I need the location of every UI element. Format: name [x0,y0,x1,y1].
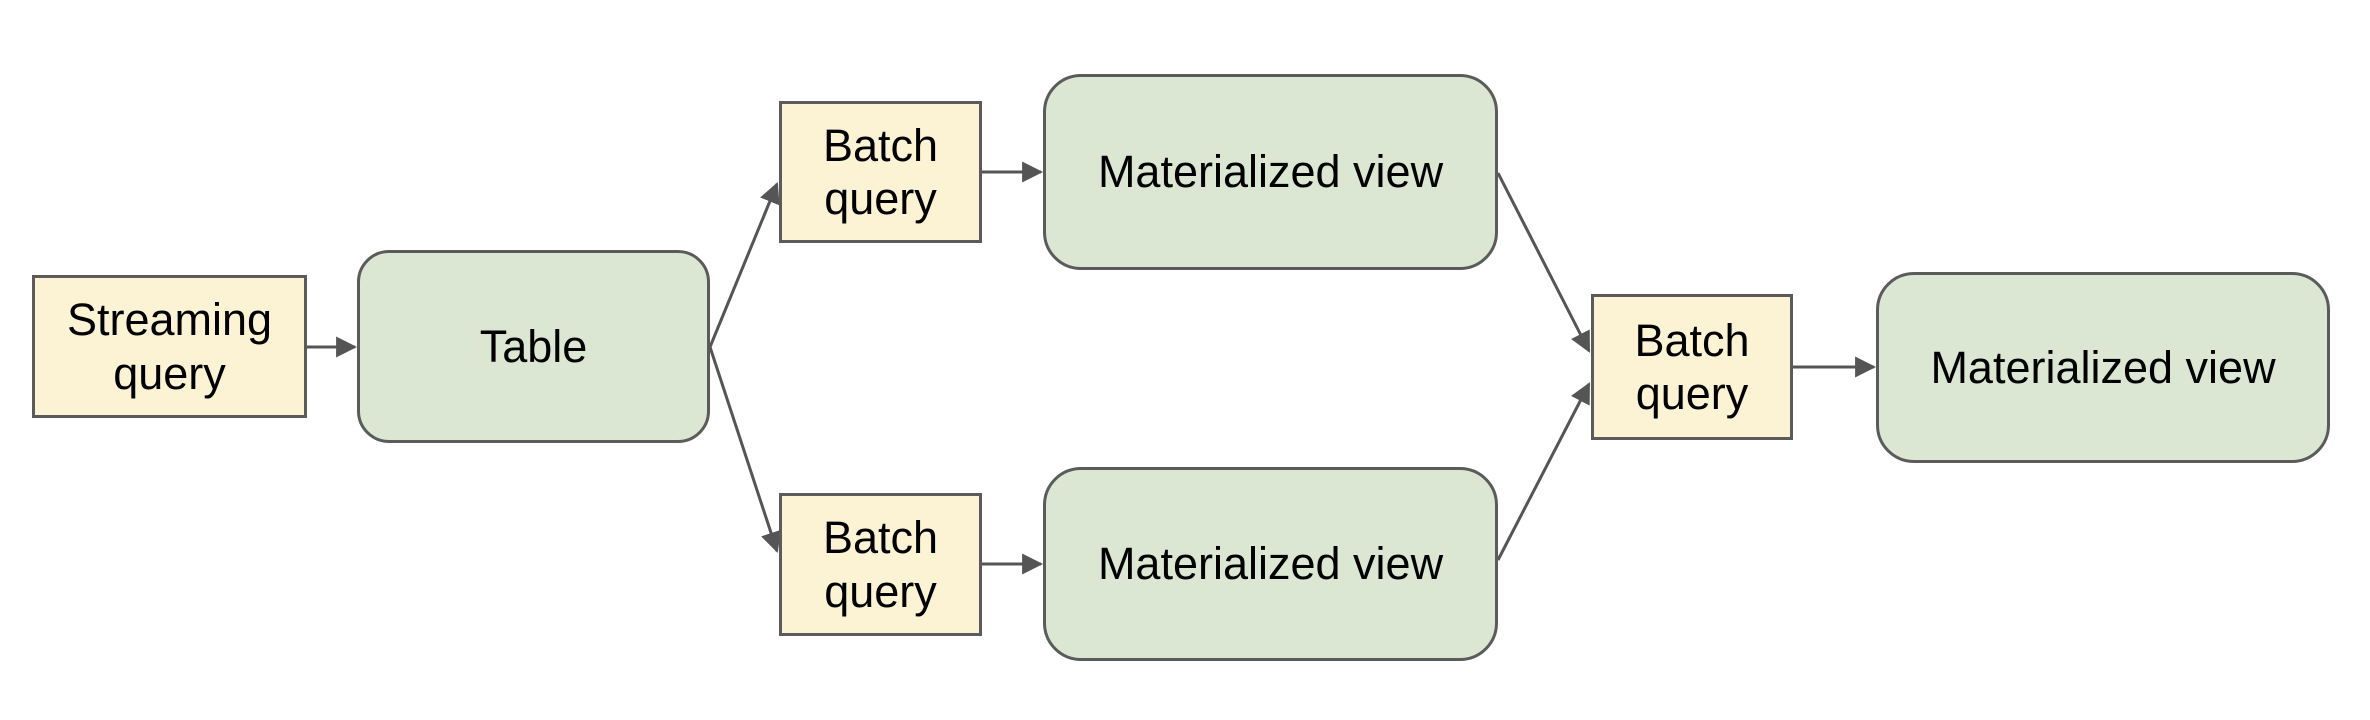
node-streaming-query: Streaming query [32,275,307,418]
node-materialized-view-top: Materialized view [1043,74,1498,270]
node-batch-query-top-label: Batch query [822,119,939,224]
edge-mv-bottom-to-batch-query-merge [1496,382,1591,561]
node-batch-query-bottom: Batch query [779,493,982,636]
node-table-label: Table [479,320,588,372]
node-table: Table [357,250,710,443]
node-materialized-view-final-label: Materialized view [1930,341,2276,393]
node-streaming-query-label: Streaming query [66,294,273,399]
node-materialized-view-bottom-label: Materialized view [1097,538,1444,590]
node-batch-query-merge-label: Batch query [1634,314,1750,419]
node-batch-query-merge: Batch query [1591,294,1793,440]
edge-table-to-batch-query-top [708,182,780,348]
node-materialized-view-final: Materialized view [1876,272,2330,463]
node-materialized-view-bottom: Materialized view [1043,467,1498,661]
edge-table-to-batch-query-bottom [708,346,782,553]
node-materialized-view-top-label: Materialized view [1097,146,1444,198]
node-batch-query-bottom-label: Batch query [822,512,939,617]
node-batch-query-top: Batch query [779,101,982,243]
edge-mv-top-to-batch-query-merge [1496,172,1591,353]
